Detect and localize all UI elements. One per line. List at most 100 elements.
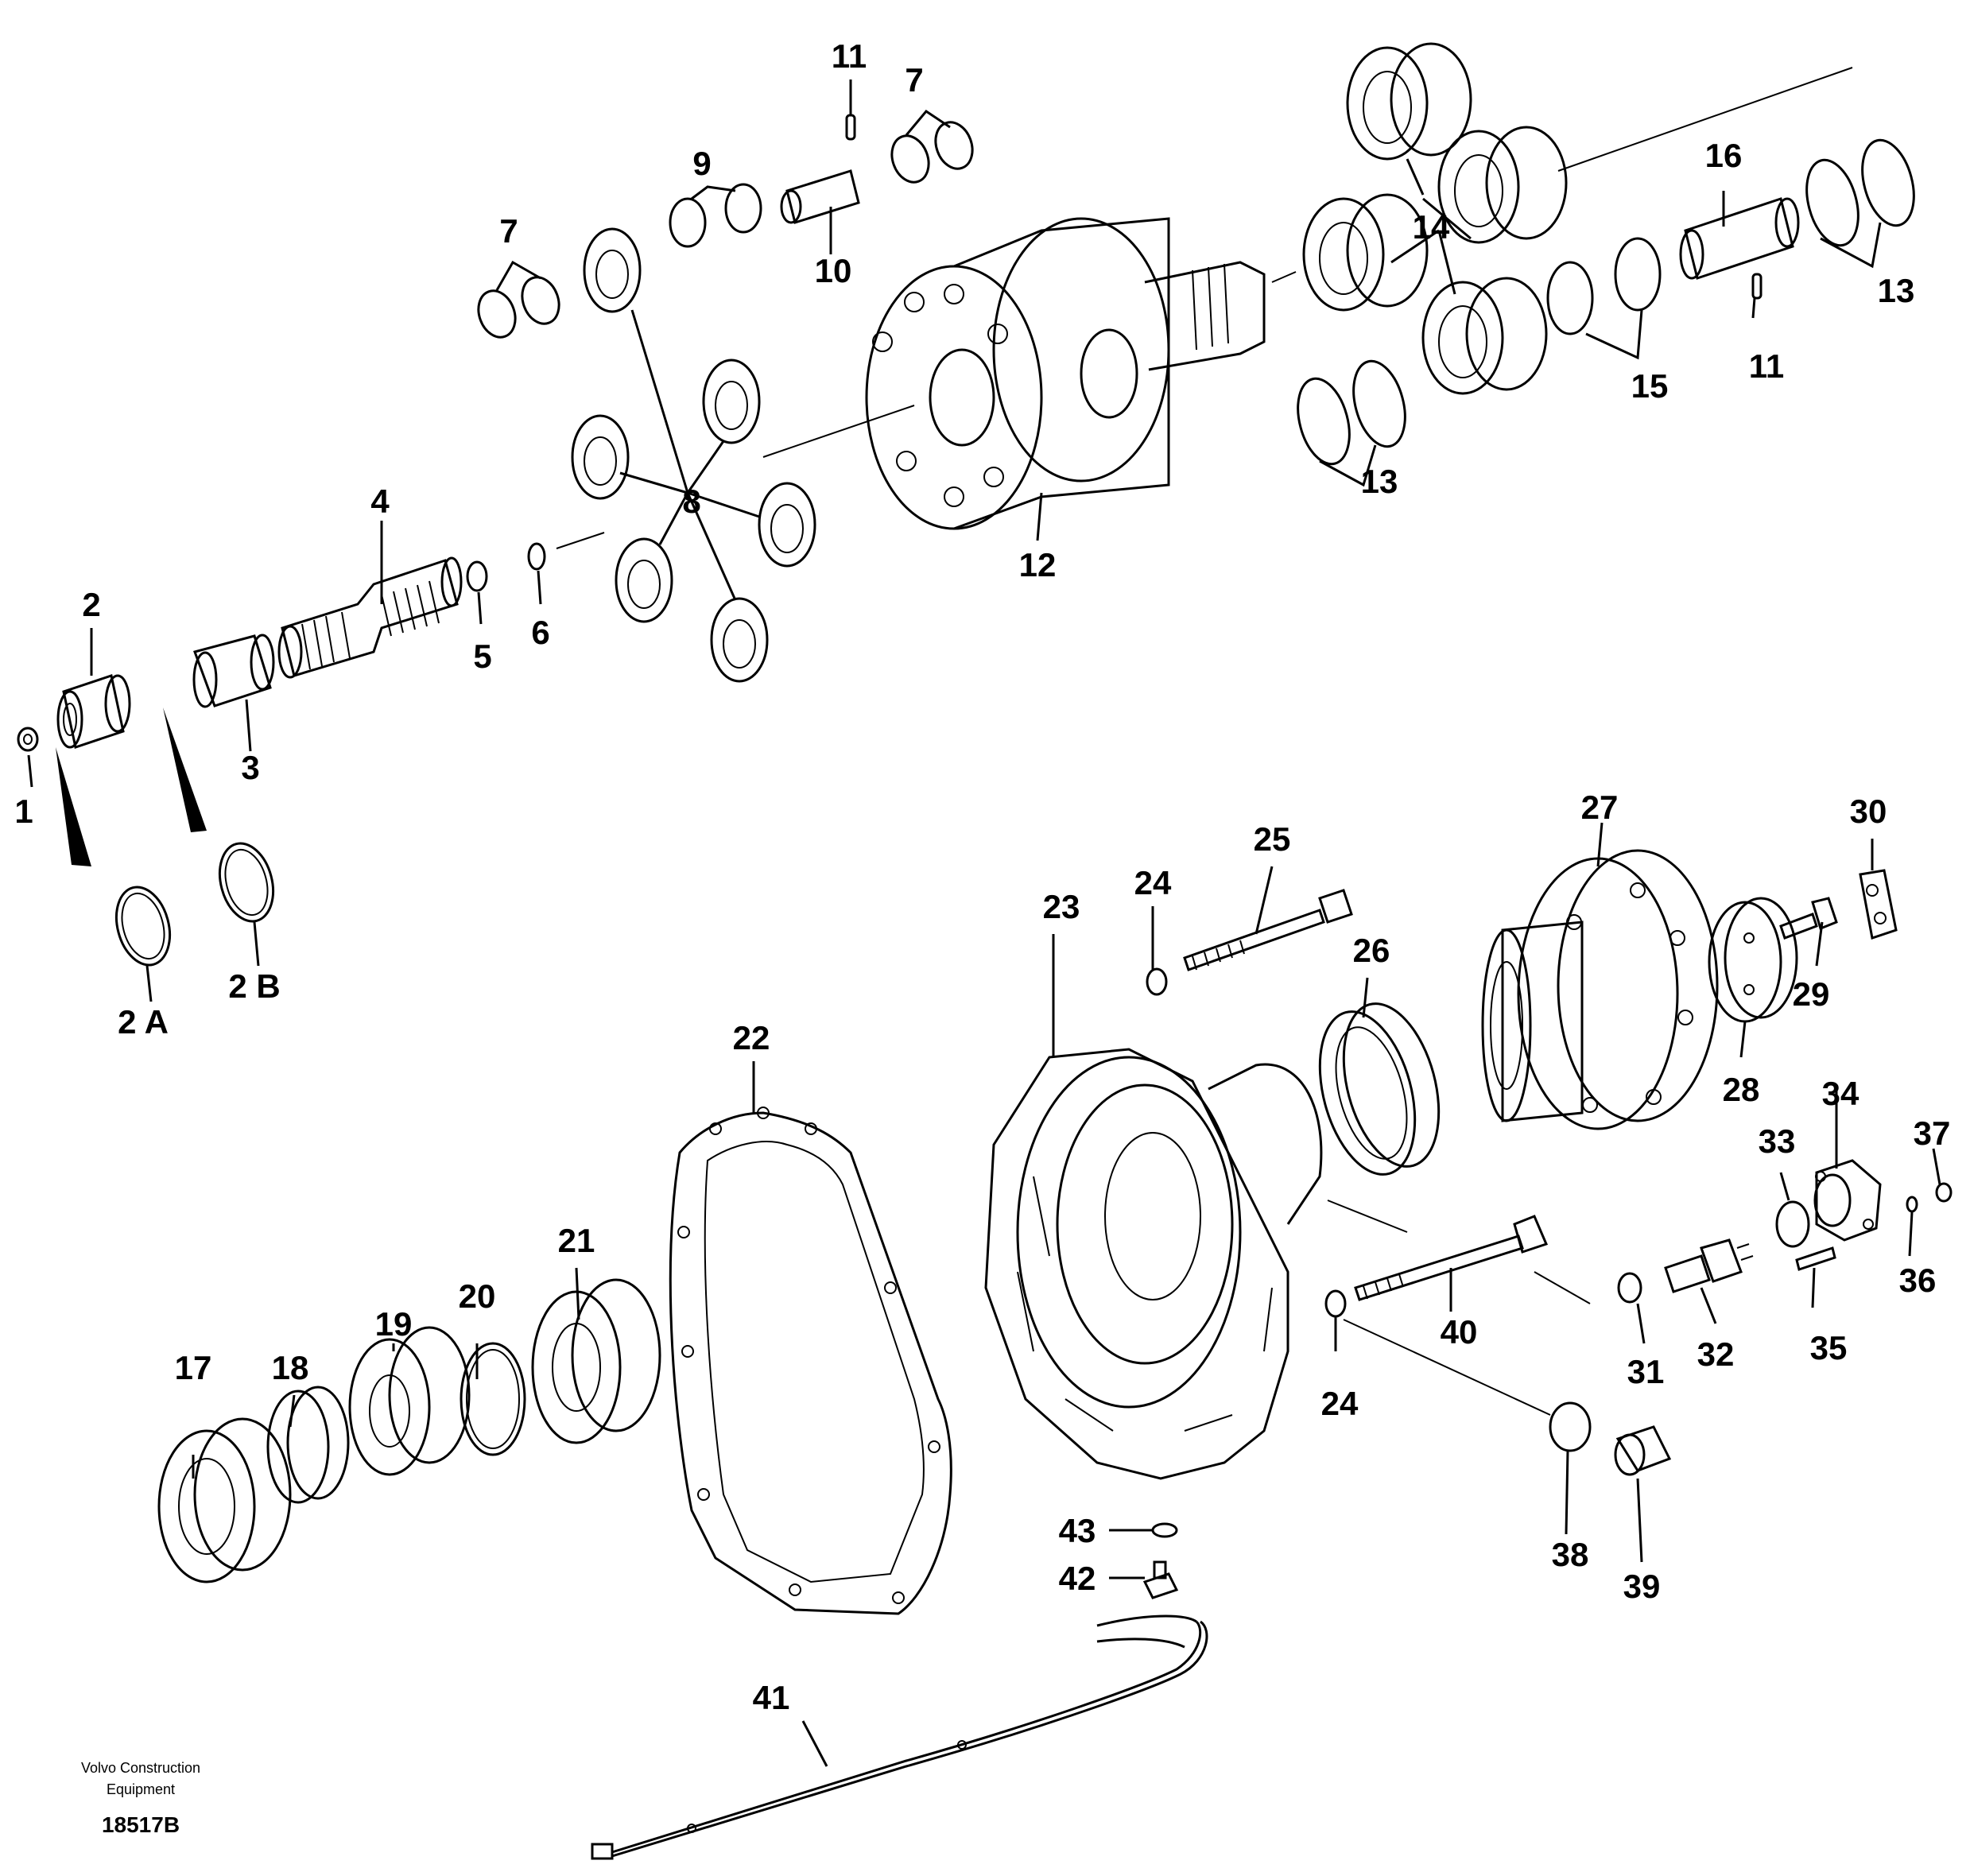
part-31-o-ring [1617,1272,1642,1304]
callout-1: 1 [14,793,33,830]
callout-11-right: 11 [1749,347,1784,385]
callout-2b: 2 B [228,967,280,1005]
callout-5: 5 [473,638,491,675]
callout-3: 3 [241,749,259,786]
callout-40: 40 [1441,1313,1478,1351]
part-13-shims-right [1805,138,1915,247]
callout-30: 30 [1850,793,1887,830]
callout-35: 35 [1810,1329,1848,1366]
part-37-nut [1935,1182,1953,1203]
part-40-long-bolt [1354,1215,1549,1301]
part-29-bolt [1779,897,1838,940]
part-16-planet-pin [1679,197,1800,280]
callout-39: 39 [1623,1568,1661,1605]
callout-29: 29 [1793,975,1830,1013]
part-18-race-ring [266,1386,350,1504]
part-24-washer-top [1146,967,1168,996]
direction-arrows [56,707,207,866]
part-42-breather [1142,1560,1179,1599]
gear-14-a [1346,42,1472,161]
callout-6: 6 [531,614,549,651]
part-34-flange-housing [1813,1159,1882,1242]
callout-2: 2 [82,586,100,623]
part-24-washer-bottom [1324,1289,1347,1318]
planet-gear-b [571,414,630,500]
leader-lines [27,79,1941,1767]
part-33-o-ring [1775,1200,1810,1248]
part-10-planet-pin [780,169,860,224]
part-7-shims-top [890,121,974,184]
callout-2a: 2 A [118,1003,169,1041]
part-22-gasket [669,1107,952,1615]
callout-13-bottom: 13 [1361,463,1398,500]
callout-15: 15 [1631,367,1669,405]
callout-28: 28 [1723,1071,1760,1108]
callout-7-left: 7 [499,212,518,250]
part-4-splined-shaft [277,556,463,679]
part-12-planet-carrier [865,217,1266,530]
callout-37: 37 [1914,1114,1951,1152]
part-3-bushing [192,634,275,708]
callout-22: 22 [733,1019,770,1056]
part-2a-snap-ring [114,886,172,967]
part-11-roll-pin-top [845,114,856,141]
gear-14-c [1302,193,1429,312]
part-23-housing [984,1048,1323,1480]
callout-25: 25 [1254,820,1291,858]
part-26-oil-seal [1318,1002,1441,1176]
callout-11-top: 11 [832,37,867,75]
planet-gear-d [758,482,816,568]
drawing-number: 18517B [102,1812,180,1837]
planet-gear-e [615,537,673,623]
callout-20: 20 [459,1277,496,1315]
callout-14: 14 [1413,208,1450,246]
part-11-roll-pin-right [1751,273,1763,300]
publisher-line-1: Volvo Construction [81,1760,200,1776]
callout-12: 12 [1019,546,1057,583]
callout-17: 17 [175,1349,212,1386]
part-15-needle-rollers [1546,237,1662,335]
part-14-planet-gears [1302,42,1568,395]
callout-13-right: 13 [1878,272,1915,309]
part-2b-snap-ring [218,842,275,923]
callout-8: 8 [682,483,700,520]
planet-gear-c [702,359,761,444]
part-27-output-flange [1481,849,1719,1130]
callout-18: 18 [272,1349,309,1386]
planet-gear-a [583,227,642,313]
callout-27: 27 [1581,789,1619,826]
part-2-needle-bearing [56,674,131,749]
part-43-cap [1151,1522,1178,1538]
callout-9: 9 [692,145,711,182]
callout-36: 36 [1899,1262,1937,1299]
gear-14-b [1437,126,1568,244]
callout-10: 10 [815,252,852,289]
part-9-needle-rollers [669,183,762,248]
callout-34: 34 [1822,1075,1859,1112]
gear-14-d [1421,277,1548,395]
callout-42: 42 [1059,1560,1096,1597]
callout-31: 31 [1627,1353,1665,1390]
callout-32: 32 [1697,1335,1735,1373]
callout-19: 19 [375,1305,413,1343]
part-35-stud [1795,1246,1836,1271]
callout-33: 33 [1759,1122,1796,1160]
callout-24-bottom: 24 [1321,1385,1359,1422]
drawing-footer: Volvo Construction Equipment 18517B [81,1760,200,1837]
part-13-shims-bottom [1297,359,1406,466]
part-39-drain-plug [1614,1425,1672,1476]
part-28-cover-plate [1708,897,1798,1023]
callout-7-top: 7 [905,61,923,99]
callout-38: 38 [1552,1536,1589,1573]
part-7-shims-left [477,276,560,339]
part-8-planet-gears [571,227,816,683]
callout-21: 21 [558,1222,595,1259]
part-38-sealing-ring [1549,1401,1592,1452]
publisher-line-2: Equipment [107,1781,175,1797]
part-20-o-ring [460,1342,526,1456]
part-36-washer [1906,1196,1918,1213]
center-lines [556,67,1853,1416]
callout-26: 26 [1353,932,1390,969]
part-32-sensor [1664,1238,1754,1293]
part-17-taper-bearing [157,1417,292,1583]
